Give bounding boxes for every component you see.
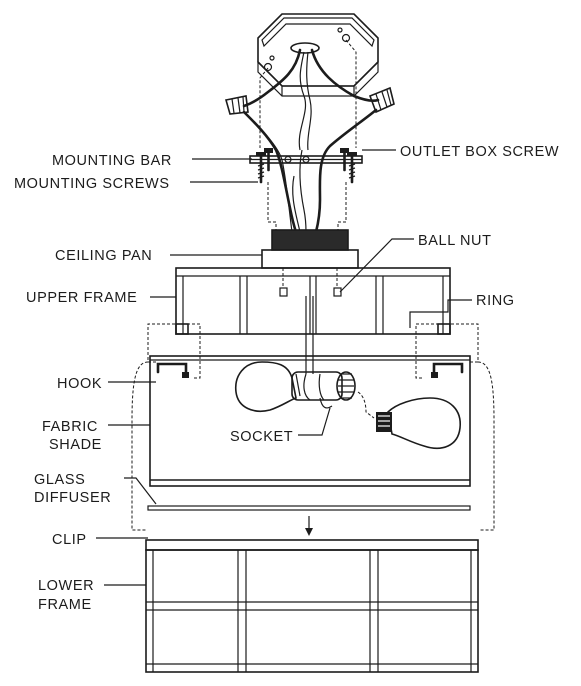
lower-frame xyxy=(145,539,479,673)
labels: MOUNTING BAR MOUNTING SCREWS OUTLET BOX … xyxy=(14,144,559,613)
wire-nut-right xyxy=(368,86,395,114)
label-upper-frame: UPPER FRAME xyxy=(26,290,137,306)
down-arrow xyxy=(305,516,313,536)
label-mounting-screws: MOUNTING SCREWS xyxy=(14,176,170,192)
hook-right xyxy=(431,362,464,378)
outlet-box-screw-right xyxy=(340,148,349,172)
ring-right xyxy=(437,323,451,335)
hook-left xyxy=(156,362,189,378)
bulb-right xyxy=(376,397,461,450)
fabric-shade xyxy=(149,355,471,487)
glass-diffuser xyxy=(147,505,471,511)
label-socket: SOCKET xyxy=(230,429,293,445)
alignment-guides-top xyxy=(259,39,357,232)
wire-nut-left xyxy=(224,95,249,115)
label-diffuser: DIFFUSER xyxy=(34,490,111,506)
label-mounting-bar: MOUNTING BAR xyxy=(52,153,172,169)
label-clip: CLIP xyxy=(52,532,87,548)
label-shade: SHADE xyxy=(49,437,102,453)
insert-path xyxy=(357,391,375,419)
bulb-left xyxy=(235,361,301,412)
label-ball-nut: BALL NUT xyxy=(418,233,492,249)
leader-lines xyxy=(96,149,472,586)
label-frame: FRAME xyxy=(38,597,92,613)
label-glass: GLASS xyxy=(34,472,85,488)
mounting-screw-left xyxy=(256,152,266,184)
ring-left xyxy=(175,323,189,335)
mounting-screw-right xyxy=(347,152,357,184)
label-lower: LOWER xyxy=(38,578,94,594)
socket xyxy=(291,371,356,409)
fixture-wires xyxy=(242,108,378,234)
label-fabric: FABRIC xyxy=(42,419,98,435)
outlet-box-screw-left xyxy=(264,148,273,172)
label-outlet-box-screw: OUTLET BOX SCREW xyxy=(400,144,559,160)
outlet-box xyxy=(257,13,379,97)
label-hook: HOOK xyxy=(57,376,102,392)
label-ring: RING xyxy=(476,293,515,309)
label-ceiling-pan: CEILING PAN xyxy=(55,248,152,264)
center-rod xyxy=(305,296,314,374)
ceiling-pan xyxy=(261,229,359,269)
